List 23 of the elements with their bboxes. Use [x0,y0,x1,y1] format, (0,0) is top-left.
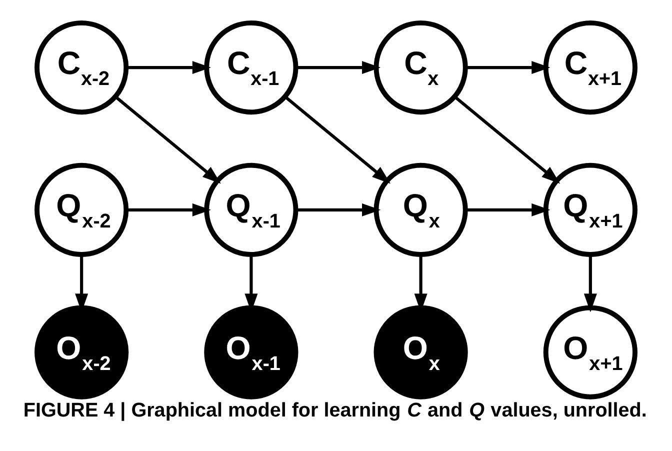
arrow [584,254,597,312]
node-circle: O$_{x-1}$ [204,304,298,399]
arrow [466,202,550,216]
node-circle: O$_{x-2}$ [34,304,129,399]
node-circle: C$_{x+1}$ [543,20,638,114]
caption: FIGURE 4 | Graphical model for learning C and Q values, unrolled. [23,398,647,421]
arrow [454,95,560,184]
node-circle: Q$_{x+1}$ [543,162,638,256]
node-circle: Q$_{x-1}$ [204,162,298,256]
node-circle: C$_{x}$ [374,20,468,114]
node-circle: Q$_{x}$ [374,162,468,256]
arrow [466,60,550,74]
node-circle: Q$_{x-2}$ [34,162,129,256]
node-circle: O$_{x+1}$ [543,304,638,399]
arrow [114,95,221,184]
node-circle: C$_{x-2}$ [34,20,129,114]
node-circle: C$_{x-1}$ [204,20,298,114]
node-circle: O$_{x}$ [374,304,468,399]
arrow [126,60,211,74]
arrow [126,202,211,216]
arrow [296,60,381,74]
arrow [296,202,381,216]
arrow [284,95,391,184]
